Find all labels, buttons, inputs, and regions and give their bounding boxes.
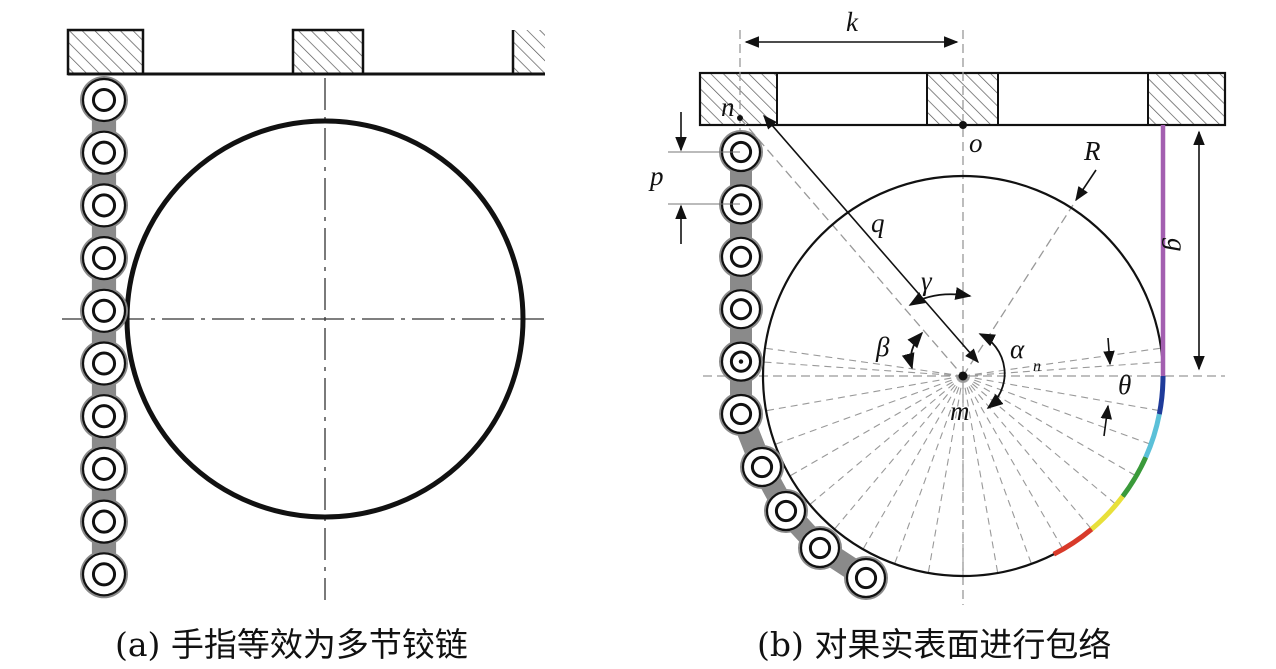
chain-link [719, 287, 763, 332]
finger-chain-a [80, 76, 128, 599]
division-ray [962, 375, 1064, 550]
contact-segment [1156, 375, 1166, 415]
chain-link [80, 392, 128, 441]
contact-segment [1143, 413, 1162, 459]
contact-segments [1052, 375, 1166, 557]
mount-block [66, 28, 145, 76]
ceiling-a [66, 28, 545, 76]
chain-link [80, 497, 128, 546]
mount-block [291, 28, 365, 76]
label-m: m [950, 396, 970, 426]
beta-arc [901, 331, 924, 370]
chain-link [80, 286, 128, 335]
chain-link [719, 339, 763, 384]
theta-marker [1100, 337, 1115, 437]
division-ray [962, 375, 999, 574]
division-ray [774, 375, 964, 445]
division-ray [765, 375, 964, 412]
division-ray [962, 361, 1163, 377]
division-ray [962, 375, 1117, 505]
division-ray [962, 375, 1161, 412]
chain-link [719, 130, 763, 174]
panel-a [62, 28, 545, 600]
label-g: g [1162, 238, 1192, 252]
chain-link [80, 339, 128, 388]
point-o [959, 121, 967, 129]
caption-b: (b) 对果实表面进行包络 [757, 625, 1111, 664]
division-ray [962, 375, 1092, 530]
label-k: k [846, 7, 859, 37]
division-ray [763, 361, 964, 377]
division-ray [809, 375, 964, 505]
division-ray [962, 375, 1137, 477]
chain-link [798, 526, 842, 570]
chain-link [80, 550, 128, 599]
chain-link [80, 181, 128, 230]
label-o: o [969, 128, 983, 158]
division-ray [962, 375, 1152, 445]
label-n: n [721, 92, 735, 122]
caption-a: (a) 手指等效为多节铰链 [115, 625, 468, 664]
alpha-arc [978, 333, 1006, 410]
label-gamma: γ [921, 266, 933, 296]
radius-leader-R [1075, 169, 1097, 202]
chain-link [719, 392, 763, 436]
chain-link [80, 128, 128, 177]
chain-link [80, 76, 128, 124]
dimension-q [763, 114, 979, 364]
division-ray [789, 375, 964, 477]
label-R: R [1083, 136, 1101, 166]
angular-division-rays [763, 347, 1163, 576]
chain-link [80, 444, 128, 493]
mount-block [513, 30, 545, 74]
contact-segment [1120, 456, 1148, 498]
chain-link [80, 234, 128, 283]
dimension-p [668, 112, 740, 244]
chain-link [719, 234, 763, 279]
panel-b [668, 30, 1227, 605]
label-theta: θ [1118, 370, 1131, 400]
finger-chain-b [719, 130, 888, 600]
division-ray [894, 375, 964, 565]
gamma-arc [908, 287, 972, 306]
point-n [737, 115, 743, 121]
division-ray [764, 347, 964, 377]
division-ray [862, 375, 964, 550]
dimension-g [1172, 124, 1225, 371]
centerlines-a [62, 78, 545, 600]
contact-segment [1052, 527, 1094, 557]
division-ray [962, 347, 1162, 377]
label-alpha: α [1010, 334, 1025, 364]
division-ray [962, 375, 1032, 565]
contact-segment [1089, 494, 1125, 532]
chain-link [740, 445, 784, 489]
chain-link [844, 556, 888, 600]
fruit-circle-a [124, 118, 526, 520]
division-ray [834, 375, 964, 530]
label-p: p [648, 161, 664, 191]
label-alpha-subscript: n [1033, 358, 1041, 375]
mount-block [1147, 72, 1226, 126]
label-q: q [871, 208, 885, 238]
label-beta: β [875, 332, 890, 362]
ceiling-b [698, 71, 1227, 127]
division-ray [927, 375, 964, 574]
point-m [958, 371, 968, 381]
chain-link [764, 489, 808, 533]
